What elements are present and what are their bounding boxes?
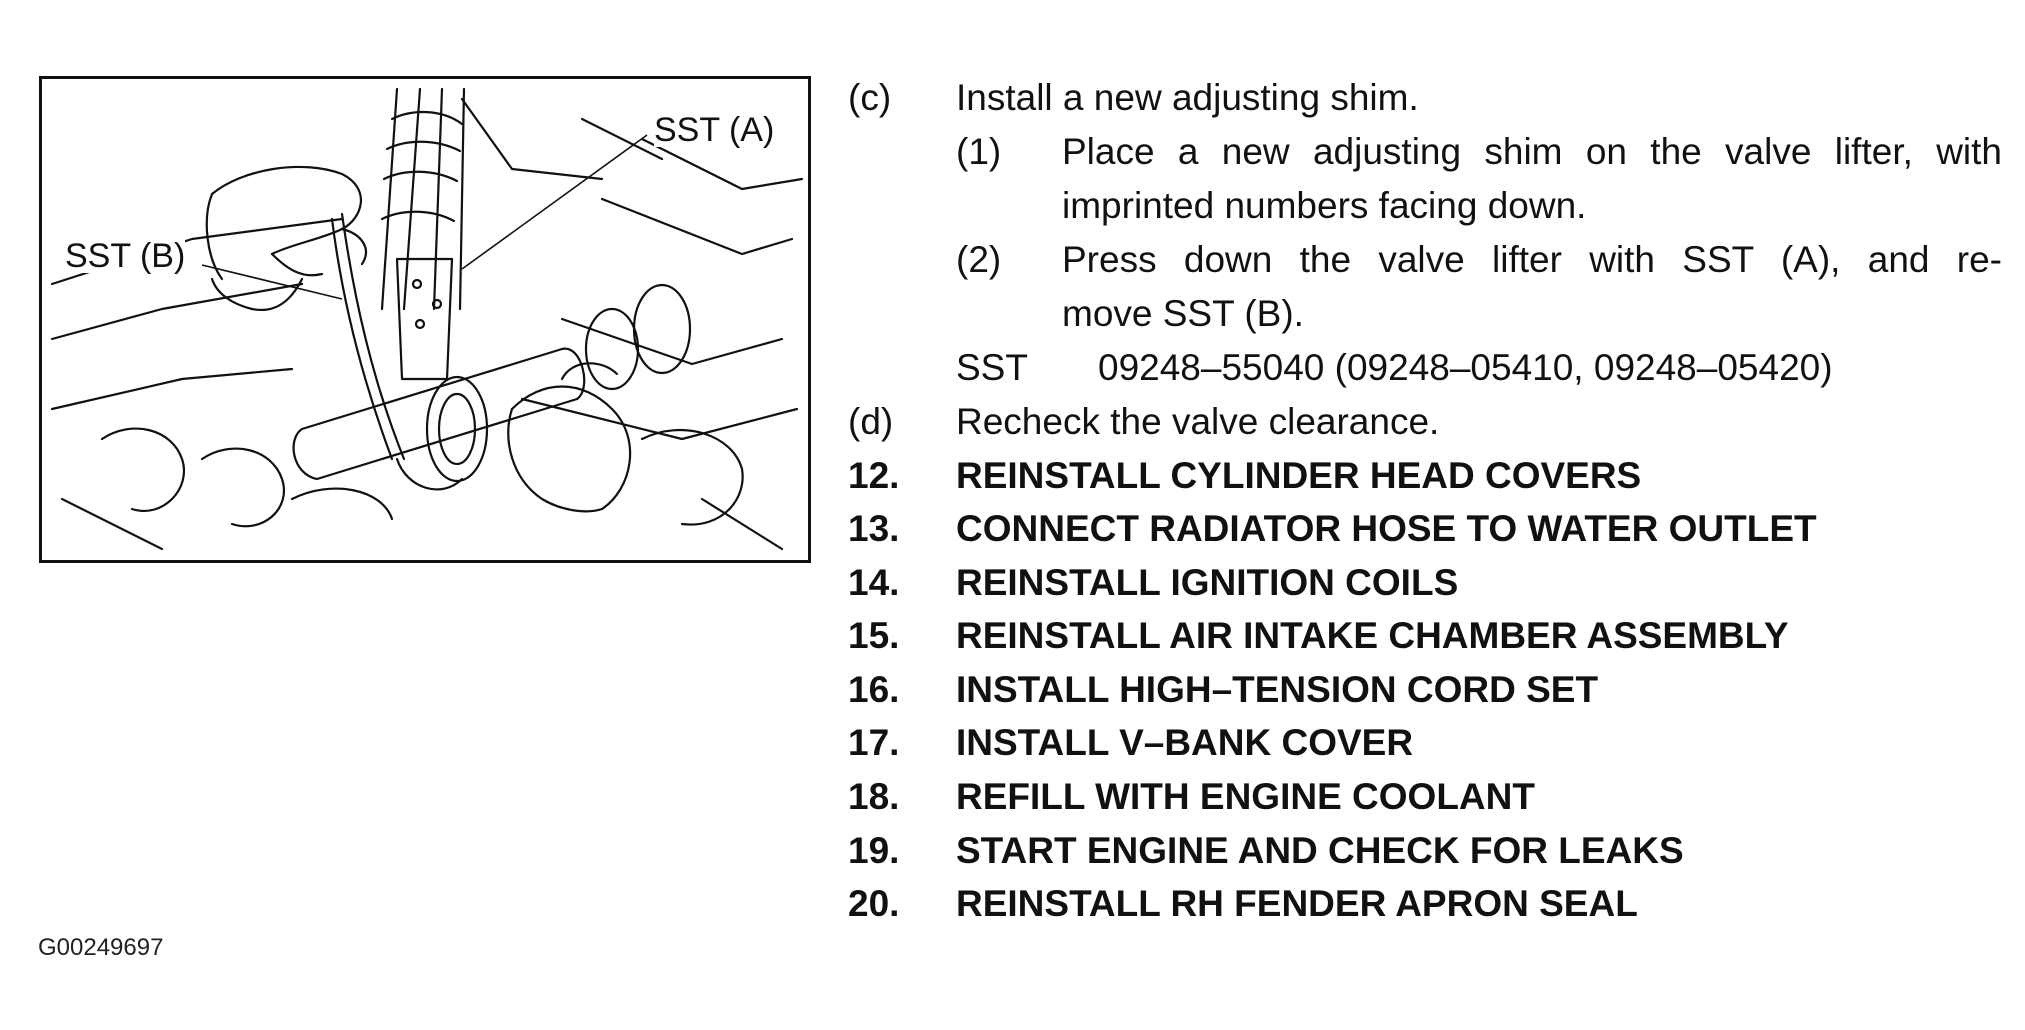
step-number: 17. <box>848 722 900 763</box>
step-heading: INSTALL HIGH–TENSION CORD SET <box>956 669 1599 710</box>
illustration-panel: SST (A) SST (B) <box>39 76 811 563</box>
step-heading: INSTALL V–BANK COVER <box>956 722 1414 763</box>
step-c-label: (c) <box>848 77 892 118</box>
step-number: 12. <box>848 455 900 496</box>
substep-2-line2: move SST (B). <box>1062 293 1304 334</box>
graphic-id: G00249697 <box>38 934 164 961</box>
step-number: 19. <box>848 830 900 871</box>
step-number: 13. <box>848 508 900 549</box>
substep-2-label: (2) <box>956 239 1002 280</box>
step-heading: REINSTALL AIR INTAKE CHAMBER ASSEMBLY <box>956 615 1789 656</box>
substep-1-line2: imprinted numbers facing down. <box>1062 185 1587 226</box>
step-number: 15. <box>848 615 900 656</box>
step-heading: REINSTALL IGNITION COILS <box>956 562 1459 603</box>
step-heading: REINSTALL CYLINDER HEAD COVERS <box>956 455 1642 496</box>
step-number: 16. <box>848 669 900 710</box>
step-c-text: Install a new adjusting shim. <box>956 77 1419 118</box>
valve-lifter-illustration <box>50 87 804 551</box>
step-heading: REINSTALL RH FENDER APRON SEAL <box>956 883 1638 924</box>
step-heading: CONNECT RADIATOR HOSE TO WATER OUTLET <box>956 508 1817 549</box>
step-d-text: Recheck the valve clearance. <box>956 401 1440 442</box>
sst-a-callout: SST (A) <box>654 111 775 149</box>
step-number: 14. <box>848 562 900 603</box>
step-heading: START ENGINE AND CHECK FOR LEAKS <box>956 830 1684 871</box>
sst-b-callout: SST (B) <box>65 237 186 275</box>
step-d-label: (d) <box>848 401 894 442</box>
substep-1-label: (1) <box>956 131 1002 172</box>
step-number: 20. <box>848 883 900 924</box>
step-number: 18. <box>848 776 900 817</box>
step-heading: REFILL WITH ENGINE COOLANT <box>956 776 1535 817</box>
sst-label: SST <box>956 347 1028 388</box>
substep-2-line1: Press down the valve lifter with SST (A)… <box>1062 239 2002 280</box>
substep-1-line1: Place a new adjusting shim on the valve … <box>1062 131 2002 172</box>
sst-part-numbers: 09248–55040 (09248–05410, 09248–05420) <box>1098 347 1833 388</box>
